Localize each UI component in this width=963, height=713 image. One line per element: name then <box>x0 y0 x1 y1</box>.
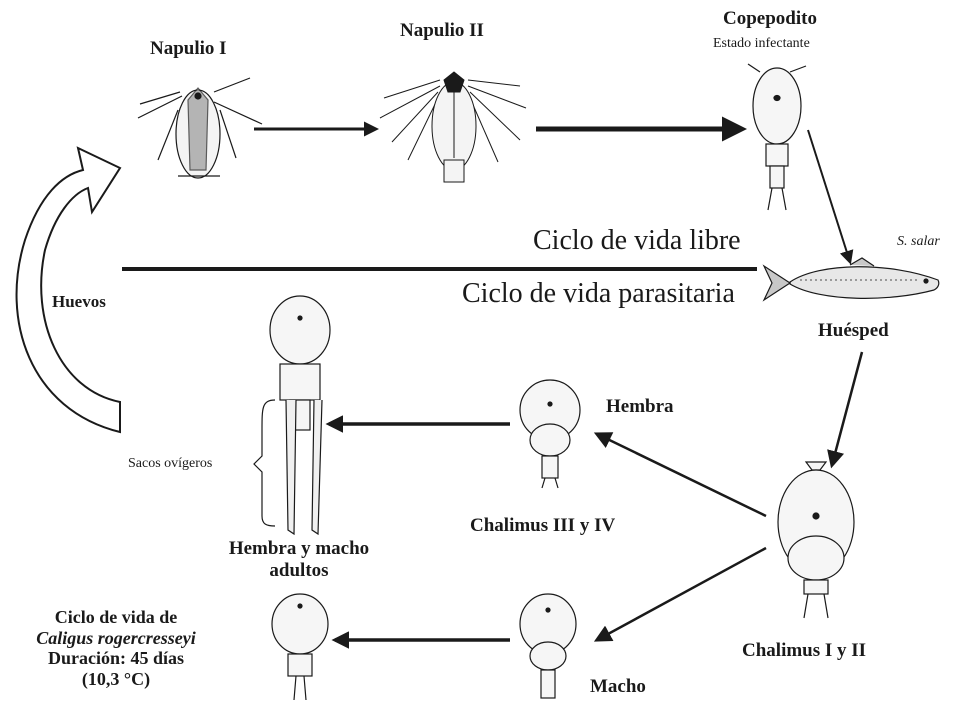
arrow-chalimus12-to-macho <box>597 548 766 640</box>
copepodito-label: Copepodito <box>723 8 817 30</box>
host-label: Huésped <box>818 320 889 342</box>
host-species-label: S. salar <box>897 234 940 250</box>
parasitic-life-cycle-label: Ciclo de vida parasitaria <box>462 278 735 310</box>
napulio1-illustration <box>138 78 262 178</box>
hembra-label: Hembra <box>606 396 674 418</box>
napulio1-label: Napulio I <box>150 38 227 60</box>
napulio2-illustration <box>380 72 526 182</box>
copepodito-illustration <box>748 64 806 210</box>
adult-male-illustration <box>272 594 328 700</box>
caption-block: Ciclo de vida de Caligus rogercresseyi D… <box>10 607 222 690</box>
eggs-label: Huevos <box>52 292 106 312</box>
caption-line1: Ciclo de vida de <box>10 607 222 628</box>
egg-sac-bracket <box>254 400 275 526</box>
chalimus12-illustration <box>778 462 854 618</box>
host-fish-illustration <box>764 258 939 300</box>
free-life-cycle-label: Ciclo de vida libre <box>533 225 741 257</box>
macho-label: Macho <box>590 676 646 698</box>
egg-sacs-label: Sacos ovígeros <box>128 456 212 472</box>
caption-temperature: (10,3 °C) <box>10 669 222 690</box>
copepodito-note: Estado infectante <box>713 36 810 52</box>
adults-label-line1: Hembra y macho <box>209 538 389 560</box>
adults-label: Hembra y macho adultos <box>209 538 389 582</box>
chalimus12-label: Chalimus I y II <box>742 640 866 662</box>
arrow-chalimus12-to-hembra <box>597 434 766 516</box>
macho-illustration <box>520 594 576 698</box>
arrow-host-to-chalimus12 <box>832 352 862 465</box>
arrow-copepodito-to-host <box>808 130 850 262</box>
caption-species: Caligus rogercresseyi <box>10 628 222 649</box>
adult-female-illustration <box>270 296 330 534</box>
napulio2-label: Napulio II <box>400 20 484 42</box>
eggs-curved-arrow <box>17 148 120 432</box>
chalimus34-label: Chalimus III y IV <box>470 515 615 537</box>
adults-label-line2: adultos <box>209 560 389 582</box>
caption-duration: Duración: 45 días <box>10 648 222 669</box>
hembra-illustration <box>520 380 580 488</box>
